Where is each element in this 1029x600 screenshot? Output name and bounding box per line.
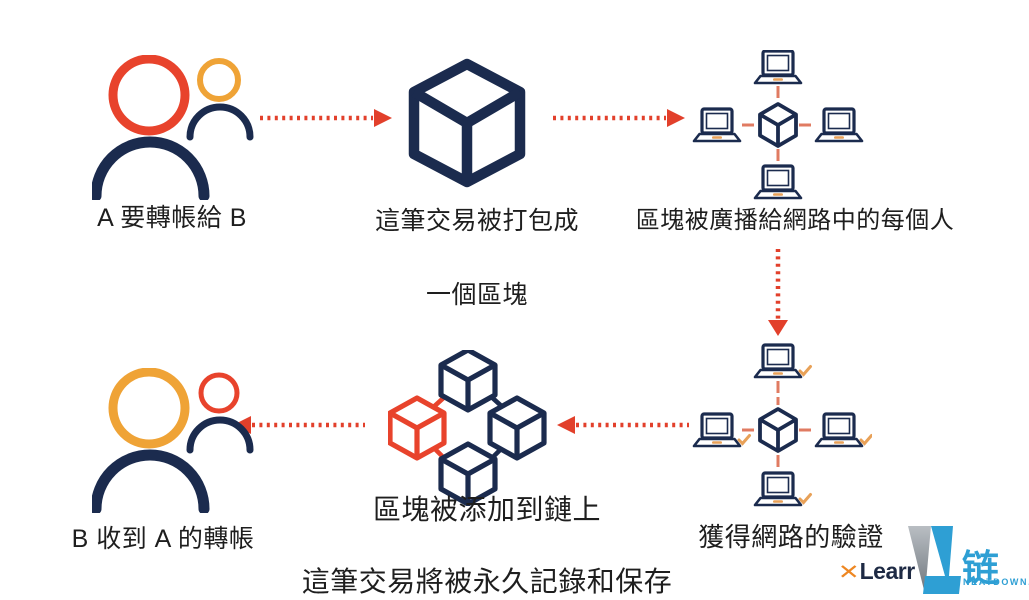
learr-x-icon: ✕ <box>837 561 860 584</box>
laptop-icon <box>814 412 864 448</box>
person-pair-icon <box>92 55 254 200</box>
laptop-icon <box>692 412 742 448</box>
step-1-label: A 要轉帳給 B <box>97 204 247 232</box>
laptop-icon <box>814 107 864 143</box>
checkmark-icon <box>859 434 872 445</box>
laptop-icon <box>753 50 803 85</box>
block-cube-icon <box>408 58 526 188</box>
step-2-line2: 一個區塊 <box>425 281 529 309</box>
block-cube-icon <box>758 102 798 148</box>
block-cube-icon <box>490 398 544 458</box>
person-pair-icon <box>92 368 254 513</box>
step-5-line1: 區塊被添加到鏈上 <box>372 494 602 525</box>
step-2-line1: 這筆交易被打包成 <box>374 207 580 235</box>
checkmark-icon <box>798 365 812 376</box>
network-verified-icon <box>692 343 872 507</box>
network-broadcast-icon <box>692 50 864 200</box>
arrow-down-icon <box>768 249 788 336</box>
laptop-icon <box>692 107 742 143</box>
step-2-label: 這筆交易被打包成 一個區塊 <box>375 203 579 314</box>
neatdown-domain: NEATDOWN.COM <box>963 577 1029 587</box>
step-5-label: 區塊被添加到鏈上 這筆交易將被永久記錄和保存 <box>302 492 673 600</box>
arrow-right-icon <box>553 109 685 127</box>
neatdown-wordmark: 链懂 <box>962 548 1001 589</box>
step-6-label: B 收到 A 的轉帳 <box>71 525 255 553</box>
step-4-label: 獲得網路的驗證 <box>698 522 884 552</box>
neatdown-l-icon <box>908 526 961 594</box>
block-cube-icon <box>758 407 798 453</box>
step-3-label: 區塊被廣播給網路中的每個人 <box>635 207 955 234</box>
learr-wordmark: Learr <box>859 558 916 584</box>
laptop-icon <box>753 343 803 379</box>
laptop-icon <box>753 164 803 200</box>
block-cube-icon <box>441 350 495 410</box>
laptop-icon <box>753 471 803 507</box>
checkmark-icon <box>798 493 812 504</box>
arrow-left-icon <box>557 416 689 434</box>
arrow-right-icon <box>260 109 392 127</box>
checkmark-icon <box>737 434 751 445</box>
blockchain-chain-icon <box>388 350 548 506</box>
block-cube-red-icon <box>390 398 444 458</box>
learr-logo: ✕ Learr <box>837 558 916 585</box>
step-5-line2: 這筆交易將被永久記錄和保存 <box>301 566 673 597</box>
